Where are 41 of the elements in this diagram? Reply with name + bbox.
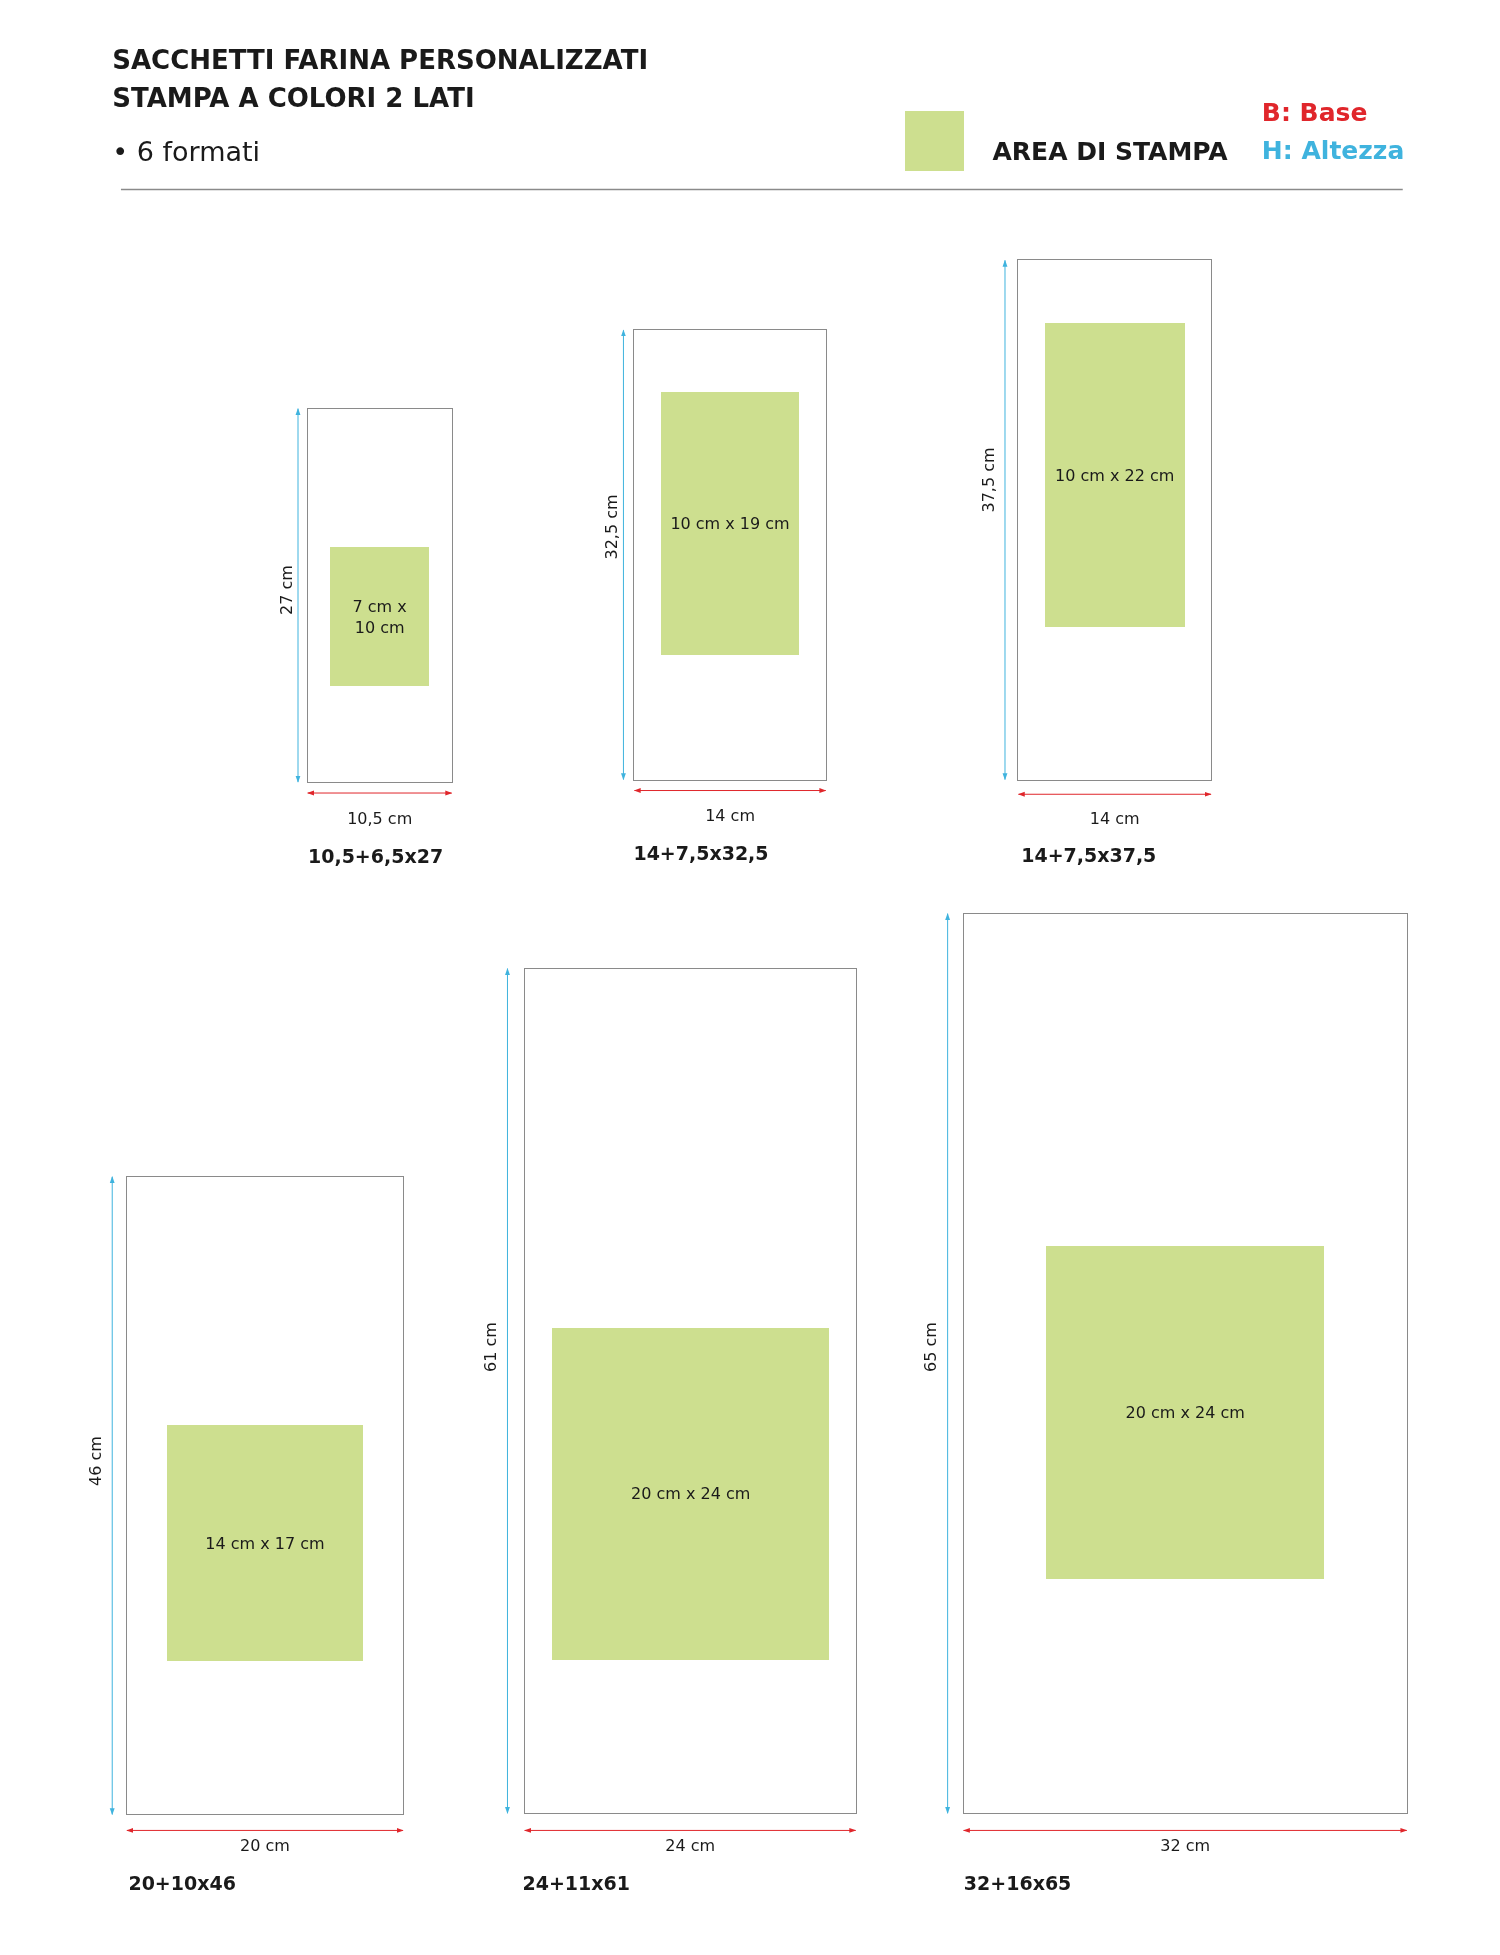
bag-outline xyxy=(125,1175,404,1816)
print-area xyxy=(1046,1245,1325,1579)
bag-outline xyxy=(306,407,453,783)
print-area-size: 14 cm x 17 cm xyxy=(205,1532,325,1554)
bag-outline xyxy=(1017,259,1212,781)
print-area xyxy=(167,1425,363,1661)
dimension-label: 14 cm xyxy=(705,805,755,825)
print-area xyxy=(660,391,800,655)
print-area-size: 20 cm x 24 cm xyxy=(631,1483,751,1505)
bag-format: 14+7,5x37,5 xyxy=(1021,843,1157,866)
dimension-key: H: Altezza xyxy=(1261,136,1405,166)
dimension-label: 65 cm xyxy=(920,1321,940,1372)
bag-outline xyxy=(523,967,857,1815)
print-area-size: 10 cm x 19 cm xyxy=(670,512,790,534)
bag-format: 20+10x46 xyxy=(128,1872,236,1895)
print-area xyxy=(552,1327,830,1660)
dimension-label: 46 cm xyxy=(85,1436,105,1487)
dimension-label: 61 cm xyxy=(480,1321,500,1372)
bag-outline xyxy=(633,329,827,781)
subtitle: • 6 formati xyxy=(112,136,261,168)
print-area-size: 10 cm x 22 cm xyxy=(1055,464,1175,486)
dimension-label: 27 cm xyxy=(276,564,296,615)
dimension-label: 10,5 cm xyxy=(347,808,413,828)
bag-format: 10,5+6,5x27 xyxy=(307,844,444,867)
dimension-key: B: Base xyxy=(1261,97,1368,127)
dimension-label: 14 cm xyxy=(1089,808,1140,828)
title: SACCHETTI FARINA PERSONALIZZATI STAMPA A COLORI 2 LATI xyxy=(112,44,650,116)
bag-outline xyxy=(962,912,1408,1815)
dimension-label: 24 cm xyxy=(665,1835,716,1855)
dimension-label: 32,5 cm xyxy=(601,494,621,560)
print-area xyxy=(1044,322,1185,628)
dimension-label: 20 cm xyxy=(240,1835,290,1855)
print-area-size: 7 cm x 10 cm xyxy=(351,595,408,638)
dimension-label: 37,5 cm xyxy=(978,447,997,513)
legend-label: AREA DI STAMPA xyxy=(992,137,1228,167)
bag-format: 24+11x61 xyxy=(522,1872,630,1895)
bag-format: 14+7,5x32,5 xyxy=(633,842,769,865)
bag-format: 32+16x65 xyxy=(963,1872,1072,1895)
print-area xyxy=(330,547,429,686)
dimension-label: 32 cm xyxy=(1160,1835,1211,1855)
print-area-size: 20 cm x 24 cm xyxy=(1125,1401,1245,1423)
